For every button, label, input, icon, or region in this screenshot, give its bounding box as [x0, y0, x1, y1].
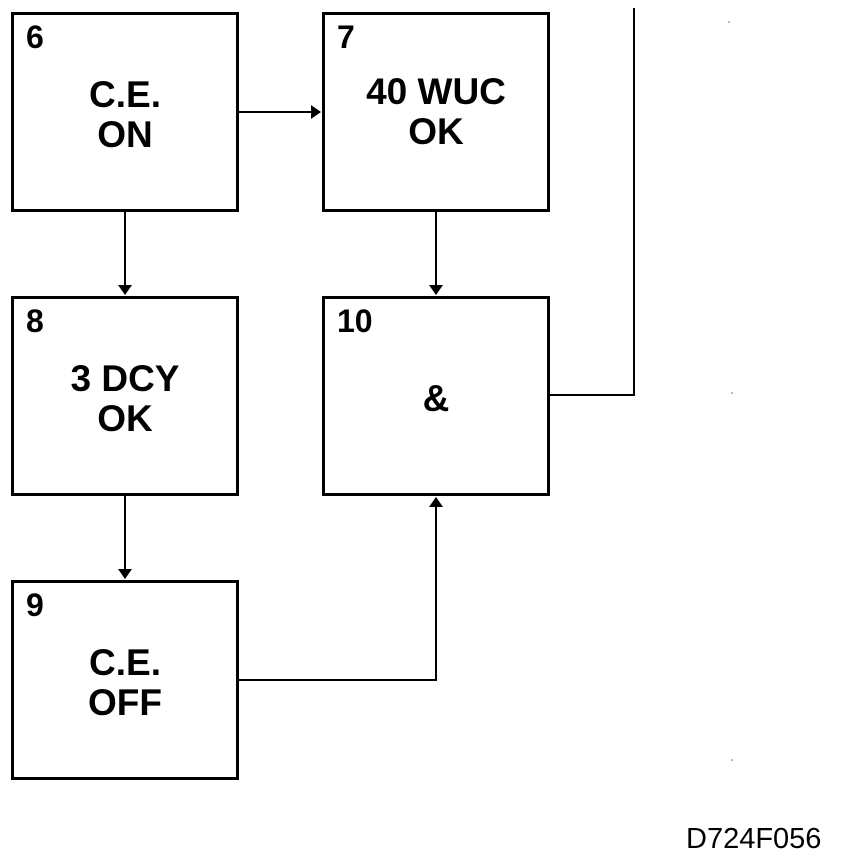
- step-number: 8: [26, 303, 44, 339]
- and-gate-box-10: 10 &: [322, 296, 550, 496]
- step-number: 9: [26, 587, 44, 623]
- step-label: 3 DCY OK: [70, 358, 180, 439]
- arrow-9-to-10: [239, 497, 443, 681]
- step-number: 7: [337, 19, 355, 55]
- figure-id-label: D724F056: [686, 823, 822, 855]
- step-box-7: 7 40 WUC OK: [322, 12, 550, 212]
- step-number: 10: [337, 303, 373, 339]
- step-box-6: 6 C.E. ON: [11, 12, 239, 212]
- step-label: C.E. OFF: [88, 642, 162, 723]
- line-10-to-top: [550, 8, 635, 396]
- step-number: 6: [26, 19, 44, 55]
- step-box-9: 9 C.E. OFF: [11, 580, 239, 780]
- step-box-8: 8 3 DCY OK: [11, 296, 239, 496]
- scan-speck: [731, 759, 733, 761]
- scan-speck: [731, 392, 733, 394]
- step-label: C.E. ON: [89, 74, 161, 155]
- step-label: 40 WUC OK: [366, 71, 506, 152]
- scan-speck: [728, 21, 730, 23]
- and-symbol: &: [422, 378, 450, 419]
